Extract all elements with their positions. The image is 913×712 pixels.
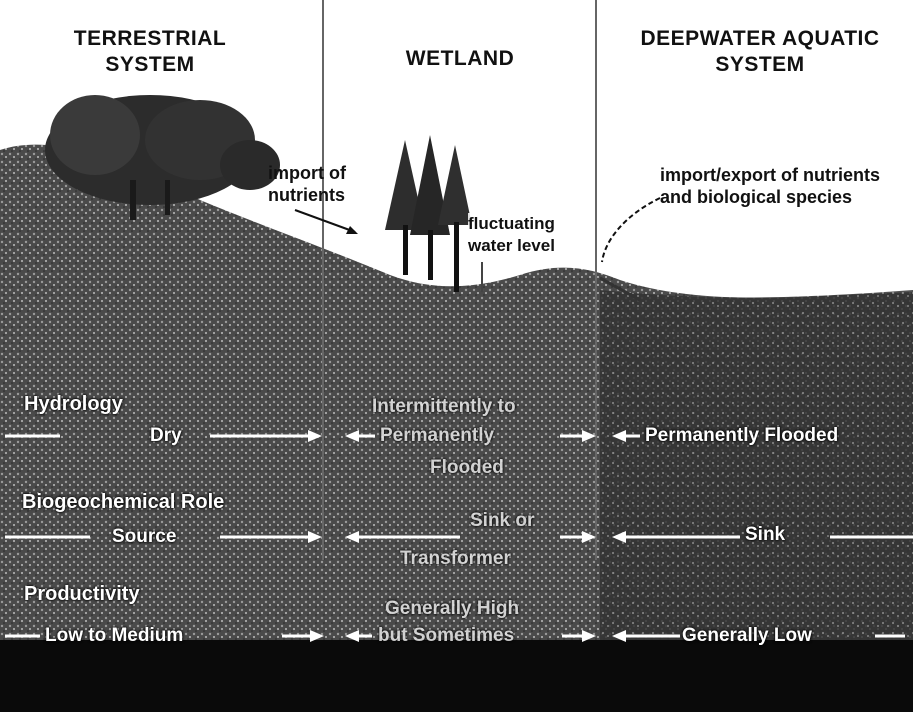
hydrology-deepwater: Permanently Flooded xyxy=(645,425,838,447)
productivity-wetland-1: Generally High xyxy=(385,598,519,620)
row-label-hydrology: Hydrology xyxy=(24,392,123,416)
annotation-import-export: import/export of nutrients and biologica… xyxy=(660,164,905,208)
productivity-terrestrial: Low to Medium xyxy=(45,625,183,647)
hydrology-wetland-2: Permanently xyxy=(380,425,494,447)
wetland-trees xyxy=(385,135,472,292)
header-wetland: WETLAND xyxy=(330,46,590,72)
arrow-import-export xyxy=(602,198,660,262)
biogeochemical-deepwater: Sink xyxy=(745,524,785,546)
hydrology-wetland-3: Flooded xyxy=(430,457,504,479)
biogeochemical-wetland-1: Sink or xyxy=(470,510,534,532)
hydrology-terrestrial: Dry xyxy=(150,425,182,447)
bottom-band xyxy=(0,640,913,712)
arrow-import-nutrients xyxy=(295,210,355,232)
hydrology-wetland-1: Intermittently to xyxy=(372,396,516,418)
productivity-deepwater: Generally Low xyxy=(682,625,812,647)
productivity-wetland-2: but Sometimes xyxy=(378,625,514,647)
header-terrestrial: TERRESTRIAL SYSTEM xyxy=(40,26,260,78)
row-label-productivity: Productivity xyxy=(24,582,140,606)
biogeochemical-terrestrial: Source xyxy=(112,526,176,548)
annotation-fluctuating: fluctuating water level xyxy=(468,213,593,257)
biogeochemical-wetland-2: Transformer xyxy=(400,548,511,570)
header-deepwater: DEEPWATER AQUATIC SYSTEM xyxy=(615,26,905,78)
row-label-biogeochemical: Biogeochemical Role xyxy=(22,490,224,514)
annotation-import-nutrients: import of nutrients xyxy=(268,162,388,206)
